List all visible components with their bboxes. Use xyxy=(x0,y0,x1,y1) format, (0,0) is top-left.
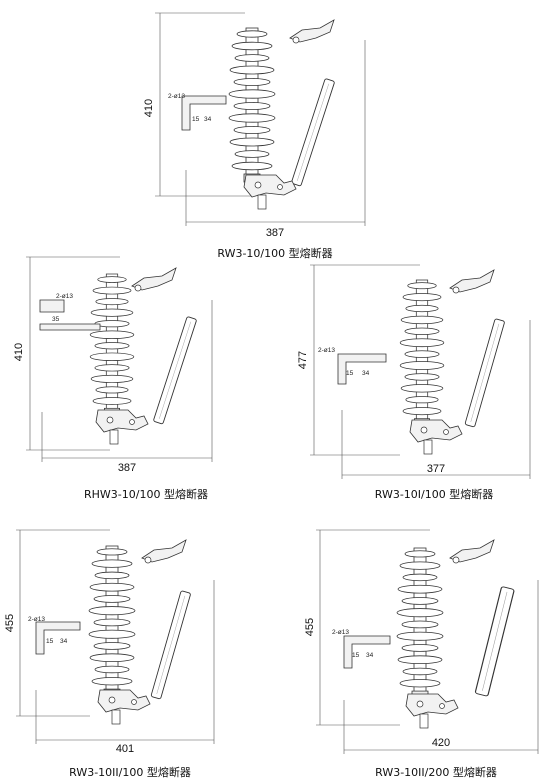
fuse-drawing-rhw3-10-100: 410 387 2-ø13 35 RHW3-10/100 型熔断器 xyxy=(13,256,213,501)
spacing-label: 15 xyxy=(192,116,200,123)
width-dimension-label: 387 xyxy=(266,227,284,239)
fuse-tube-drawing xyxy=(464,318,506,428)
insulator-drawing xyxy=(89,273,135,417)
spacing-label: 34 xyxy=(204,116,212,123)
spacing-label: 34 xyxy=(60,638,68,645)
insulator-drawing xyxy=(399,279,445,427)
mounting-bracket xyxy=(337,353,387,385)
top-contact-drawing xyxy=(449,539,495,564)
spacing-label: 15 xyxy=(352,652,360,659)
fuse-drawing-rw3-10ii-100: 455 401 2-ø13 15 34 RW3-10II/100 型熔断器 xyxy=(4,529,215,779)
spacing-label: 15 xyxy=(346,370,354,377)
width-dimension-label: 420 xyxy=(432,737,450,749)
fuse-tube-drawing xyxy=(290,78,336,187)
fuse-drawing-rw3-10-100: 410 387 2-ø13 15 34 RW3-10/100 型熔断器 xyxy=(143,12,366,260)
hole-label: 2-ø13 xyxy=(318,347,335,354)
height-dimension-label: 410 xyxy=(143,99,155,117)
height-dimension-label: 410 xyxy=(13,343,25,361)
spacing-label: 35 xyxy=(52,316,60,323)
bottom-hardware-drawing xyxy=(405,693,459,729)
fuse-drawing-rw3-10ii-200: 455 420 2-ø13 15 34 RW3-10II/200 型熔断器 xyxy=(304,529,539,779)
mounting-bracket xyxy=(35,621,81,655)
bottom-hardware-drawing xyxy=(409,419,463,455)
hole-label: 2-ø13 xyxy=(168,93,185,100)
height-dimension-label: 477 xyxy=(297,351,309,369)
mounting-bracket xyxy=(343,635,391,669)
hole-label: 2-ø13 xyxy=(28,616,45,623)
top-contact-drawing xyxy=(131,267,177,292)
insulator-drawing xyxy=(88,545,136,698)
diagram-caption: RW3-10I/100 型熔断器 xyxy=(375,487,493,501)
bottom-hardware-drawing xyxy=(243,174,297,210)
width-dimension-label: 401 xyxy=(116,743,134,755)
diagram-caption: RW3-10/100 型熔断器 xyxy=(217,246,332,260)
fuse-tube-drawing xyxy=(150,590,192,700)
mounting-bracket xyxy=(181,95,227,131)
spacing-label: 34 xyxy=(366,652,374,659)
fuse-tube-drawing xyxy=(474,585,515,697)
spacing-label: 15 xyxy=(46,638,54,645)
width-dimension-label: 377 xyxy=(427,463,445,475)
diagram-caption: RW3-10II/200 型熔断器 xyxy=(375,765,497,779)
hole-label: 2-ø13 xyxy=(332,629,349,636)
height-dimension-label: 455 xyxy=(304,618,316,636)
bottom-hardware-drawing xyxy=(97,689,151,725)
mounting-bracket xyxy=(39,323,101,331)
mounting-bracket xyxy=(39,299,65,313)
bottom-hardware-drawing xyxy=(95,409,149,445)
fuse-drawing-rw3-10i-100: 477 377 2-ø13 15 34 RW3-10I/100 型熔断器 xyxy=(297,264,531,501)
insulator-drawing xyxy=(396,547,444,700)
insulator-drawing xyxy=(228,27,276,183)
top-contact-drawing xyxy=(141,539,187,564)
height-dimension-label: 455 xyxy=(4,614,16,632)
diagram-caption: RW3-10II/100 型熔断器 xyxy=(69,765,191,779)
fuse-tube-drawing xyxy=(152,316,198,425)
spacing-label: 34 xyxy=(362,370,370,377)
top-contact-drawing xyxy=(289,19,335,44)
width-dimension-label: 387 xyxy=(118,462,136,474)
diagram-caption: RHW3-10/100 型熔断器 xyxy=(84,487,208,501)
top-contact-drawing xyxy=(449,269,495,294)
hole-label: 2-ø13 xyxy=(56,293,73,300)
